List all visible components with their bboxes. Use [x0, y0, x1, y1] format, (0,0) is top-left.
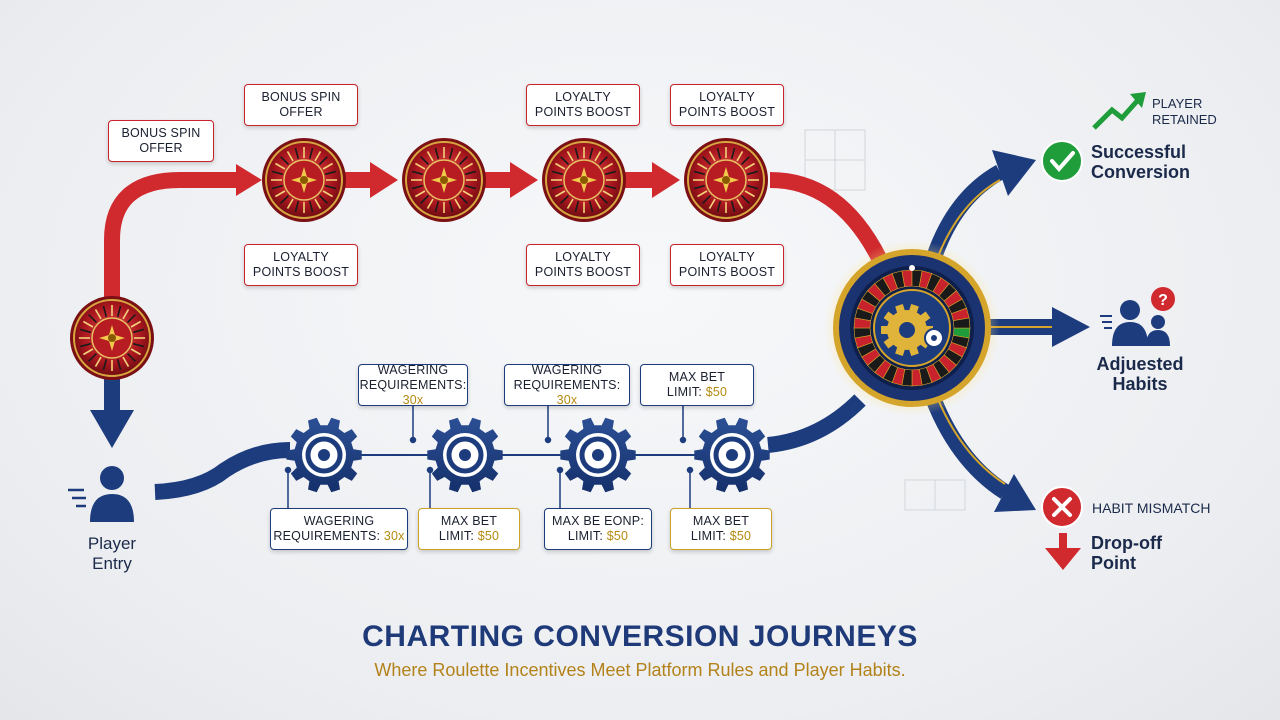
callout-line: REQUIREMENTS: 30x [505, 378, 629, 408]
callout-line-label: REQUIREMENTS: [513, 377, 621, 392]
callout-value: $50 [729, 529, 752, 543]
background-grid [804, 129, 966, 511]
callout-value: 30x [383, 529, 405, 543]
callout-line-label: REQUIREMENTS: [359, 377, 467, 392]
trend-up-icon [1092, 92, 1146, 130]
callout-line: MAX BET [668, 370, 726, 384]
callout-line-label: REQUIREMENTS: [273, 529, 384, 543]
callout-line: LIMIT: $50 [691, 529, 751, 544]
player-entry-label: Player Entry [87, 534, 137, 573]
page-title: CHARTING CONVERSION JOURNEYS [362, 620, 918, 653]
callout-wagering-requirements: WAGERING REQUIREMENTS: 30x [270, 508, 408, 550]
question-icon: ? [1151, 287, 1175, 311]
callout-bonus-spin-offer: BONUS SPIN OFFER [108, 120, 214, 162]
callout-line-label: LIMIT: [690, 529, 730, 543]
roulette-wheel-icon [402, 138, 486, 222]
callout-line-label: LIMIT: [438, 529, 478, 543]
callout-loyalty-points-boost: LOYALTY POINTS BOOST [670, 84, 784, 126]
callout-line-label: LIMIT: [567, 529, 607, 543]
callout-value: 30x [402, 392, 424, 407]
callout-max-bet-limit: MAX BET LIMIT: $50 [670, 508, 772, 550]
adjusted-habits-label: Adjuested Habits [1096, 354, 1184, 394]
player-retained-label: PLAYER RETAINED [1152, 96, 1217, 127]
callout-loyalty-points-boost: LOYALTY POINTS BOOST [526, 84, 640, 126]
page-subtitle: Where Roulette Incentives Meet Platform … [374, 660, 906, 680]
callout-value: $50 [606, 529, 629, 543]
gear-icon [427, 417, 503, 493]
roulette-wheel-icon [684, 138, 768, 222]
callout-line: REQUIREMENTS: 30x [359, 378, 467, 408]
person-icon [68, 466, 134, 522]
callout-max-bet-limit: MAX BET LIMIT: $50 [418, 508, 520, 550]
gear-icon [560, 417, 636, 493]
roulette-wheel-icon [542, 138, 626, 222]
callout-loyalty-points-boost: LOYALTY POINTS BOOST [526, 244, 640, 286]
callout-line: WAGERING [531, 362, 603, 377]
svg-text:?: ? [1158, 292, 1168, 309]
callout-line: LIMIT: $50 [568, 529, 628, 544]
callout-line: MAX BE EONP: [551, 514, 644, 528]
gear-icons [286, 417, 770, 493]
down-arrow-icon [1045, 533, 1081, 570]
gear-icon [286, 417, 362, 493]
roulette-wheel-icon [262, 138, 346, 222]
callout-max-bet-limit: MAX BE EONP: LIMIT: $50 [544, 508, 652, 550]
connectors [284, 405, 694, 510]
callout-value: $50 [477, 529, 500, 543]
callout-line: MAX BET [440, 514, 498, 528]
callout-line: REQUIREMENTS: 30x [273, 529, 404, 544]
callout-value: $50 [705, 385, 728, 399]
callout-line: MAX BET [692, 514, 750, 528]
callout-line-label: LIMIT: [666, 385, 706, 399]
callout-wagering-requirements: WAGERING REQUIREMENTS: 30x [358, 362, 468, 408]
gear-icon [694, 417, 770, 493]
central-hub [824, 240, 1000, 416]
callout-line: WAGERING [377, 362, 449, 377]
habit-mismatch-label: HABIT MISMATCH [1092, 500, 1211, 516]
drop-off-point-label: Drop-off Point [1091, 533, 1162, 573]
adjusted-habits-icon [1100, 300, 1170, 346]
check-icon [1041, 140, 1083, 182]
callout-bonus-spin-offer: BONUS SPIN OFFER [244, 84, 358, 126]
callout-loyalty-points-boost: LOYALTY POINTS BOOST [670, 244, 784, 286]
red-incentive-path [104, 162, 888, 300]
roulette-wheel-icon [70, 296, 154, 380]
roulette-wheels [70, 138, 768, 380]
rules-path [154, 394, 866, 500]
callout-value: 30x [556, 392, 578, 407]
hub-gear-icon [881, 304, 944, 356]
entry-down-arrow [90, 372, 134, 448]
callout-wagering-requirements: WAGERING REQUIREMENTS: 30x [504, 362, 630, 408]
x-icon [1041, 486, 1083, 528]
callout-line: WAGERING [303, 514, 375, 528]
callout-loyalty-points-boost: LOYALTY POINTS BOOST [244, 244, 358, 286]
callout-max-bet-limit: MAX BET LIMIT: $50 [640, 364, 754, 406]
callout-line: LIMIT: $50 [667, 385, 727, 400]
successful-conversion-label: Successful Conversion [1091, 142, 1191, 182]
callout-line: LIMIT: $50 [439, 529, 499, 544]
